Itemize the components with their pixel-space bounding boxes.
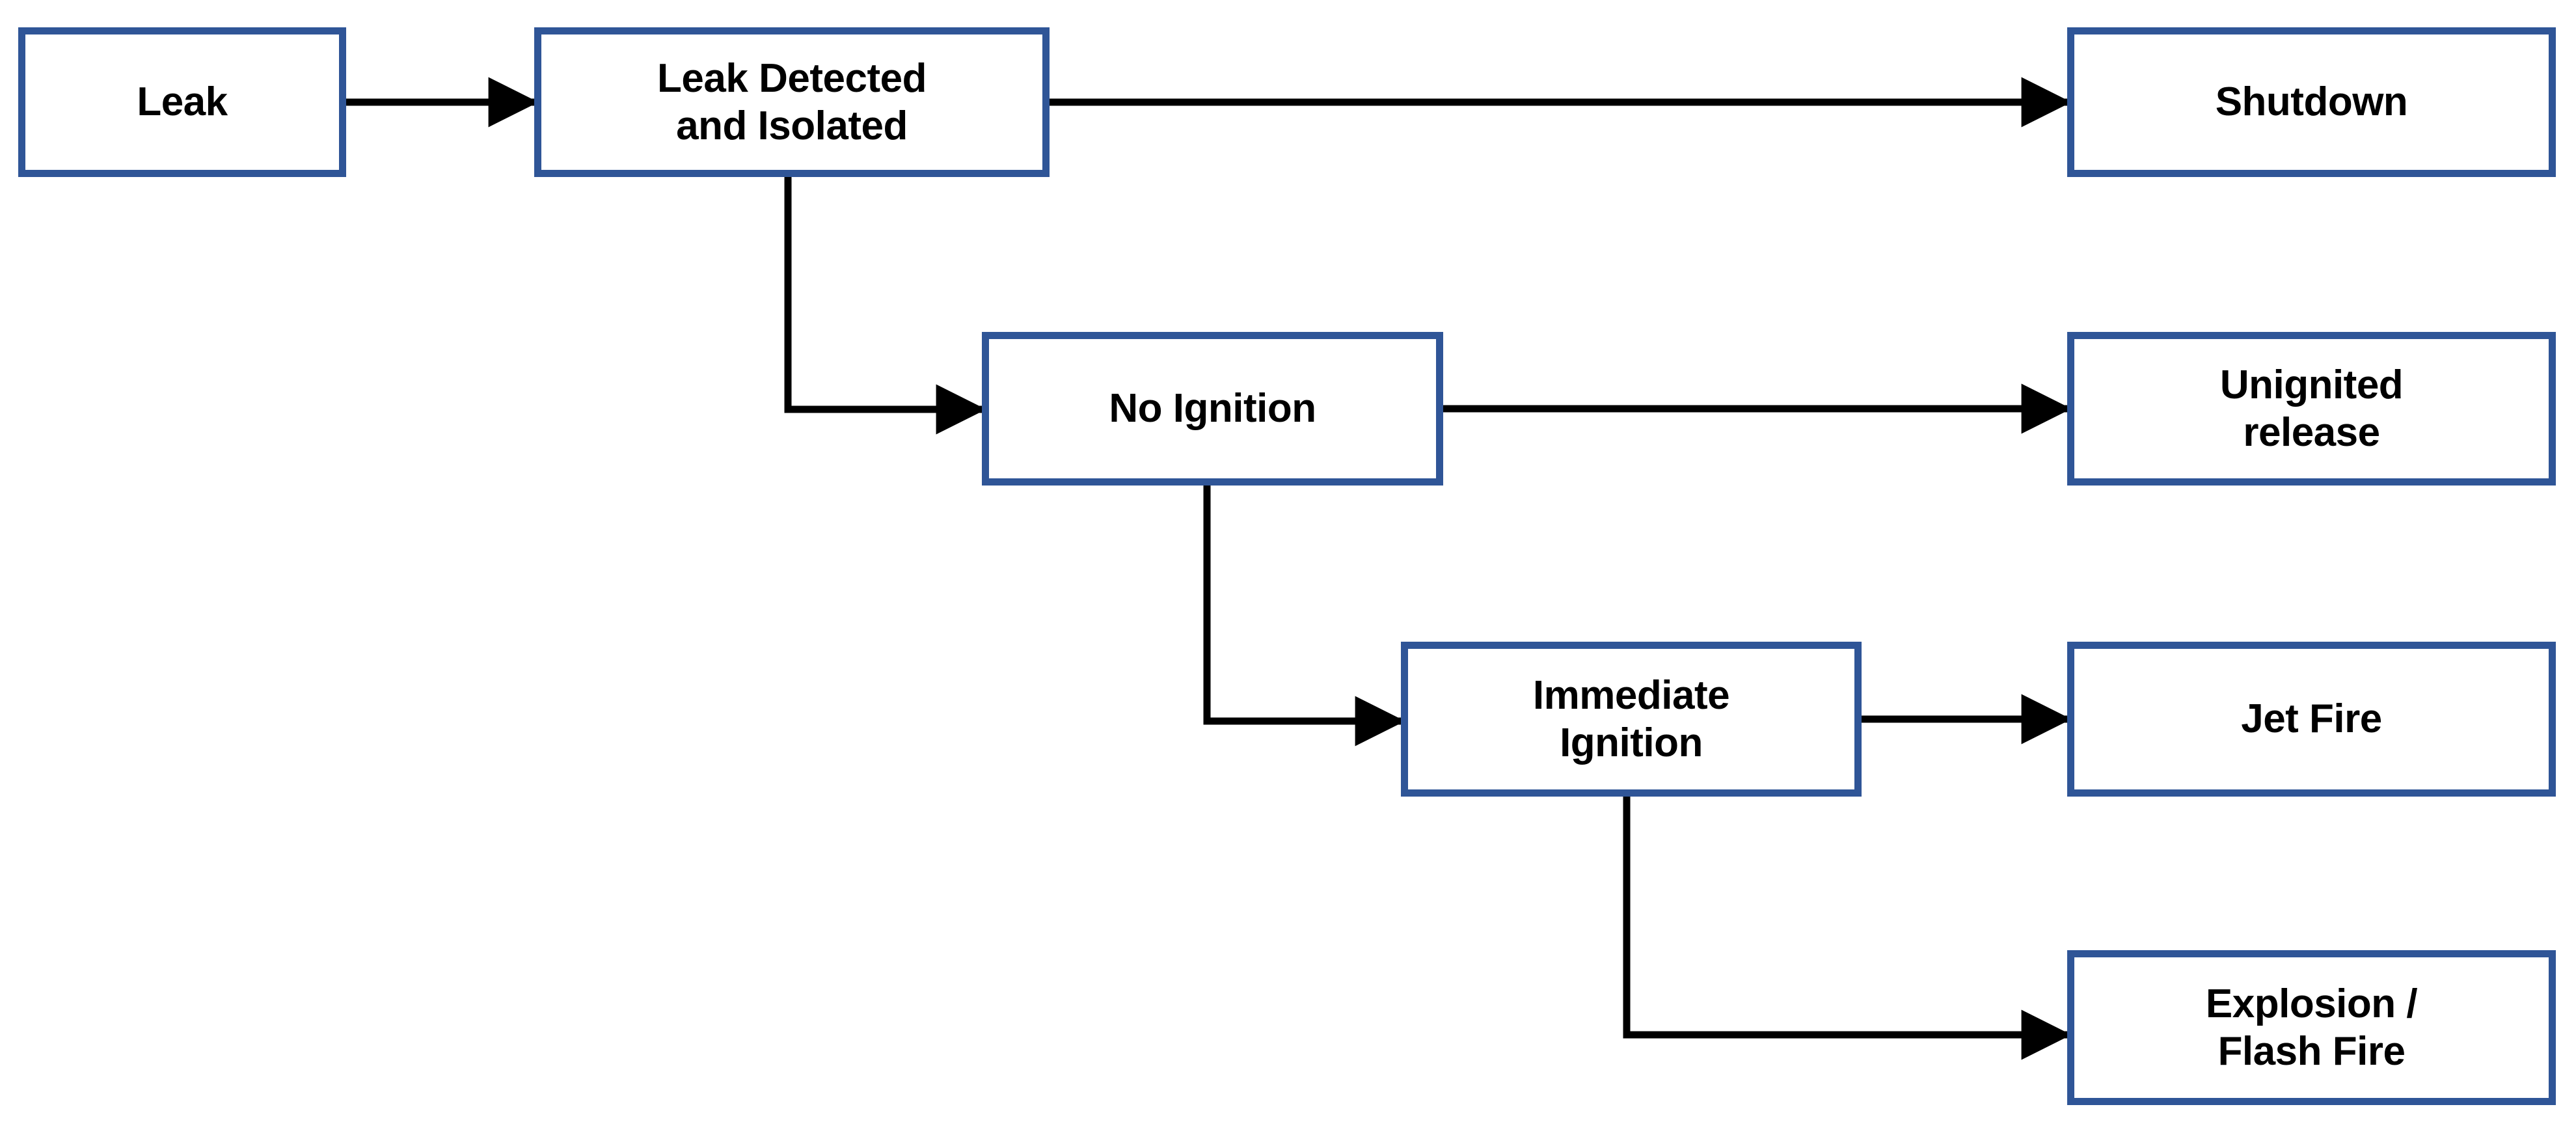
node-leak-detected-and-isolated[interactable]: Leak Detected and Isolated (534, 27, 1050, 177)
connector-leak-detected-to-no-ignition (784, 177, 986, 435)
node-label-leak-detected-and-isolated: Leak Detected and Isolated (657, 55, 927, 148)
node-label-unignited-release: Unignited release (2219, 362, 2404, 455)
node-explosion-flash-fire[interactable]: Explosion / Flash Fire (2067, 950, 2556, 1105)
node-immediate-ignition[interactable]: Immediate Ignition (1401, 642, 1862, 797)
node-label-jet-fire: Jet Fire (2241, 696, 2382, 742)
connector-no-ignition-to-immediate-ignition (1203, 486, 1405, 746)
node-no-ignition[interactable]: No Ignition (982, 332, 1443, 486)
connector-immediate-ignition-to-explosion-flash-fire (1623, 797, 2072, 1060)
node-leak[interactable]: Leak (18, 27, 346, 177)
node-label-immediate-ignition: Immediate Ignition (1532, 672, 1730, 765)
node-shutdown[interactable]: Shutdown (2067, 27, 2556, 177)
node-label-leak: Leak (137, 79, 228, 125)
node-unignited-release[interactable]: Unignited release (2067, 332, 2556, 486)
node-label-no-ignition: No Ignition (1109, 386, 1316, 431)
node-label-explosion-flash-fire: Explosion / Flash Fire (2205, 981, 2418, 1074)
node-jet-fire[interactable]: Jet Fire (2067, 642, 2556, 797)
node-label-shutdown: Shutdown (2215, 79, 2408, 125)
